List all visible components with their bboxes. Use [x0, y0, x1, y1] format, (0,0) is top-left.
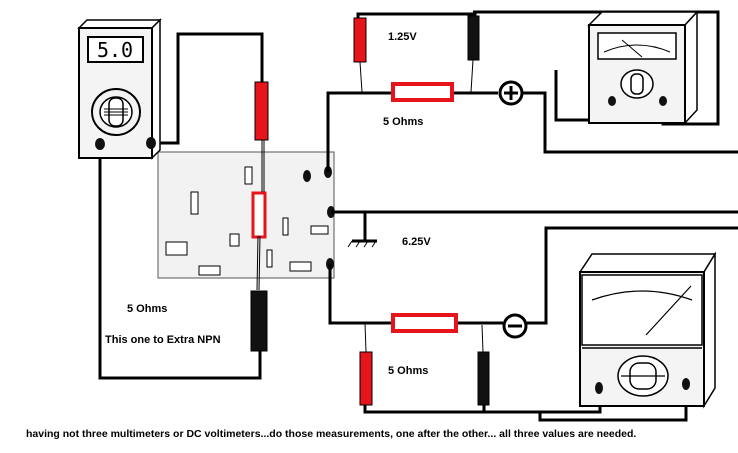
wires [98, 10, 738, 422]
top-resistor [391, 82, 454, 102]
left-note-label: This one to Extra NPN [105, 334, 221, 346]
ground-icon [347, 240, 377, 248]
multimeter-com-jack [95, 138, 105, 150]
caption: having not three multimeters or DC volti… [26, 428, 636, 440]
left-red-probe [254, 81, 269, 141]
top-meter-needle [621, 39, 643, 58]
minus-terminal-icon [502, 313, 528, 339]
bottom-resistor-label: 5 Ohms [388, 365, 428, 377]
top-voltage-label: 1.25V [388, 31, 417, 43]
digital-multimeter: 5.0 [77, 18, 162, 160]
probe-tips [256, 59, 484, 353]
circuit-board [157, 151, 335, 279]
left-black-probe [250, 290, 268, 352]
multimeter-v-jack [146, 137, 156, 149]
top-red-probe [353, 17, 367, 63]
left-resistor-label: 5 Ohms [127, 303, 167, 315]
multimeter-display: 5.0 [97, 38, 133, 62]
bottom-meter-needle [645, 285, 692, 336]
bottom-resistor [391, 313, 458, 333]
plus-terminal-icon [498, 80, 524, 106]
top-black-probe [467, 15, 480, 61]
bottom-analog-voltmeter [578, 251, 717, 409]
top-resistor-label: 5 Ohms [383, 116, 423, 128]
bottom-red-probe [359, 351, 373, 406]
mid-voltage-label: 6.25V [402, 236, 431, 248]
top-analog-voltmeter [587, 10, 699, 125]
board-resistor [251, 191, 267, 239]
bottom-black-probe [477, 351, 490, 406]
